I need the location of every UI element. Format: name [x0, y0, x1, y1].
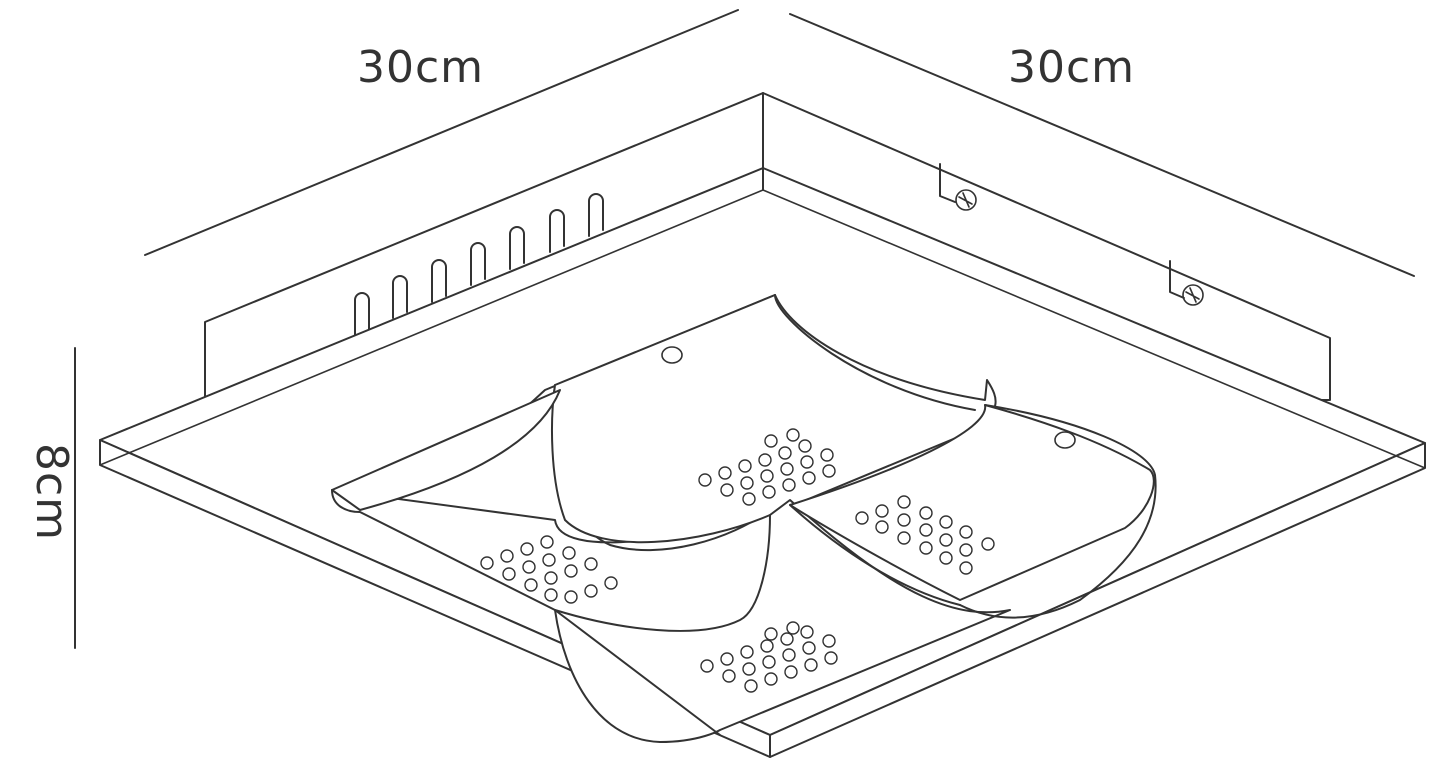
led-cluster-bottom	[700, 621, 838, 693]
ventilation-slots	[354, 193, 604, 336]
mounting-screw-icon	[955, 189, 977, 211]
led-cluster-right	[855, 495, 995, 575]
dimension-label-height: 8cm	[26, 443, 77, 541]
led-shade-front-left	[331, 389, 1011, 743]
mounting-screw-icon	[1182, 284, 1204, 306]
dimension-label-width-left: 30cm	[357, 42, 484, 93]
led-shade-front-right	[554, 404, 1157, 736]
dimension-line-left	[144, 9, 739, 256]
led-cluster-top	[698, 428, 836, 506]
shade-screw-icon	[661, 346, 683, 364]
dimension-line-right	[789, 13, 1415, 277]
shade-screw-icon	[1054, 431, 1076, 449]
led-cluster-left	[480, 535, 618, 604]
dimension-label-width-right: 30cm	[1008, 42, 1135, 93]
